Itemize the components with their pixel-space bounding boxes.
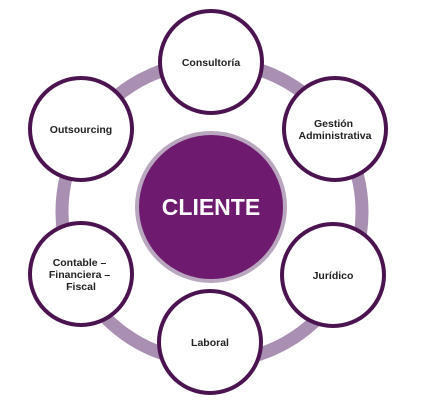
- node-circle: [280, 222, 386, 328]
- node-consultoria: Consultoría: [158, 9, 264, 115]
- node-label-line: Jurídico: [313, 270, 354, 282]
- node-label-line: Outsourcing: [50, 124, 112, 136]
- node-circle: [282, 76, 388, 182]
- node-label-line: Fiscal: [66, 281, 96, 293]
- node-label-line: Administrativa: [299, 130, 372, 142]
- node-label-consultoria: Consultoría: [182, 57, 240, 69]
- center-label: CLIENTE: [162, 194, 260, 220]
- node-outsourcing: Outsourcing: [28, 76, 134, 182]
- node-label-gestion-administrativa: Gestión Administrativa: [299, 118, 372, 142]
- node-gestion-administrativa: Gestión Administrativa: [282, 76, 388, 182]
- node-label-line: Contable –: [53, 257, 107, 269]
- node-label-outsourcing: Outsourcing: [50, 124, 112, 136]
- node-label-line: Gestión: [314, 118, 353, 130]
- node-label-line: Laboral: [191, 337, 229, 349]
- node-label-laboral: Laboral: [191, 337, 229, 349]
- center-node: CLIENTE: [135, 131, 287, 283]
- node-contable-financiera-fiscal: Contable – Financiera – Fiscal: [28, 221, 134, 327]
- node-label-line: Financiera –: [49, 269, 110, 281]
- node-label-juridico: Jurídico: [313, 270, 354, 282]
- node-laboral: Laboral: [157, 289, 263, 395]
- node-label-contable-financiera-fiscal: Contable – Financiera – Fiscal: [49, 257, 113, 293]
- node-circle: [28, 221, 134, 327]
- node-circle: [28, 76, 134, 182]
- center-node-outline: [135, 131, 287, 283]
- node-label-line: Consultoría: [182, 57, 240, 69]
- node-circle: [158, 9, 264, 115]
- node-circle: [157, 289, 263, 395]
- node-juridico: Jurídico: [280, 222, 386, 328]
